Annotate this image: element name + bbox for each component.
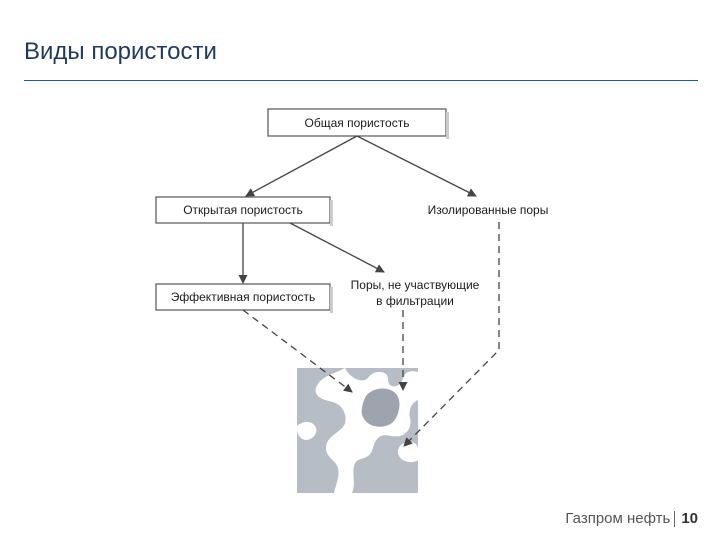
isolated-pores-label: Изолированные поры [428,203,549,217]
total-porosity-box-shadow [446,112,449,139]
dead-end-pore [361,388,400,427]
open-porosity-label: Открытая пористость [183,203,303,217]
page-number: 10 [681,510,698,527]
footer-separator [674,510,676,527]
total-porosity-label: Общая пористость [305,116,410,130]
effective-porosity-box-shadow [330,287,333,313]
total-porosity-box [267,108,447,137]
effective-porosity-box [155,283,331,311]
arrow-open-to-nonparticipating [289,222,385,273]
arrow-total-to-isolated [356,135,477,197]
isolated-pore-left [297,421,317,440]
slide-footer: Газпром нефть 10 [565,510,698,527]
dashed-arrow-isolated-to-pore [403,222,500,447]
isolated-pore [397,441,418,463]
effective-porosity-label: Эффективная пористость [171,290,315,304]
title-divider [24,80,698,81]
nonparticipating-pores-label-line2: в фильтрации [376,294,454,308]
footer-company: Газпром нефть [565,510,671,527]
pore-structure-illustration [297,368,418,493]
open-porosity-box-shadow [330,200,333,226]
arrow-total-to-open [245,135,358,197]
nonparticipating-pores-label-line1: Поры, не участвующие [351,278,480,292]
dashed-arrow-effective-to-pore [242,309,353,393]
slide-title: Виды пористости [24,38,217,65]
